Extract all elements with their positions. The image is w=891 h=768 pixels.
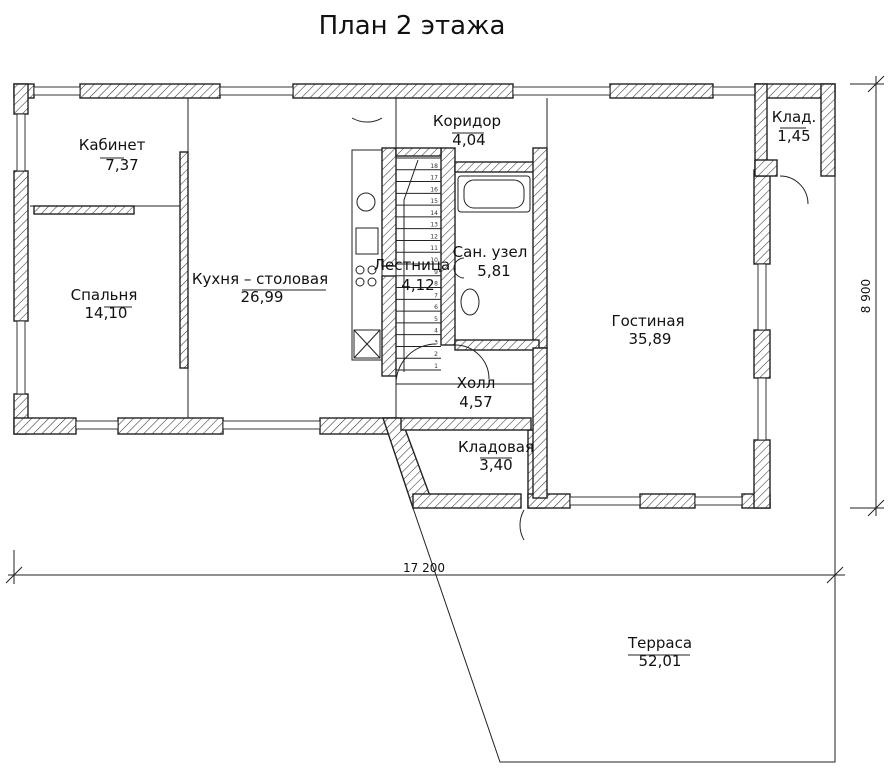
kitchen-counter — [351, 149, 383, 361]
stair-step-number: 1 — [434, 363, 438, 370]
room-labels: Кабинет 7,37 Спальня 14,10 Кухня – столо… — [71, 108, 817, 670]
stair-step-number: 15 — [430, 198, 438, 205]
stair-step-number: 7 — [434, 292, 438, 299]
plan-title: План 2 этажа — [319, 11, 506, 41]
room-area-cabinet: 7,37 — [105, 156, 138, 174]
label-underlines — [100, 127, 806, 656]
stair-direction-arrow — [403, 159, 419, 372]
stair-step-number: 6 — [434, 304, 438, 311]
room-area-corridor: 4,04 — [452, 131, 485, 149]
stair-step-number: 9 — [434, 269, 438, 276]
room-name-corridor: Коридор — [433, 112, 501, 130]
stair-step-number: 5 — [434, 316, 438, 323]
stair-step-number: 4 — [434, 328, 438, 335]
stair-step-number: 8 — [434, 281, 438, 288]
room-area-pantry: 3,40 — [479, 456, 512, 474]
stair-step-number: 2 — [434, 351, 438, 358]
walls — [13, 83, 836, 510]
stair-step-number: 12 — [430, 233, 438, 240]
room-name-hall: Холл — [457, 374, 496, 392]
room-area-kitchen: 26,99 — [241, 288, 284, 306]
room-area-hall: 4,57 — [459, 393, 492, 411]
room-name-living: Гостиная — [611, 312, 684, 330]
stair-step-number: 18 — [430, 163, 438, 170]
room-name-stair: Лестница — [374, 256, 450, 274]
room-name-cabinet: Кабинет — [79, 136, 146, 154]
room-name-bathroom: Сан. узел — [453, 243, 528, 261]
room-name-storage: Клад. — [772, 108, 817, 126]
terrace-outline — [412, 176, 836, 763]
room-area-bathroom: 5,81 — [477, 262, 510, 280]
stair-step-number: 17 — [430, 175, 438, 182]
stair-step-number: 13 — [430, 222, 438, 229]
dimension-horizontal: 17 200 — [5, 550, 845, 584]
stair-step-number: 14 — [430, 210, 438, 217]
stair-step-number: 16 — [430, 186, 438, 193]
room-name-terrace: Терраса — [627, 634, 692, 652]
stair-step-number: 11 — [430, 245, 438, 252]
room-area-storage: 1,45 — [777, 127, 810, 145]
dimension-vertical: 8 900 — [850, 75, 885, 517]
room-area-living: 35,89 — [629, 330, 672, 348]
bathroom-fixtures — [453, 175, 531, 316]
room-name-pantry: Кладовая — [458, 438, 534, 456]
room-area-bedroom: 14,10 — [85, 304, 128, 322]
room-area-stair: 4,12 — [401, 276, 434, 294]
dimension-depth: 8 900 — [859, 279, 873, 313]
room-area-terrace: 52,01 — [639, 652, 682, 670]
room-name-bedroom: Спальня — [71, 286, 138, 304]
stair-step-number: 3 — [434, 339, 438, 346]
doors — [351, 117, 809, 541]
stair-step-number: 10 — [430, 257, 438, 264]
room-name-kitchen: Кухня – столовая — [192, 270, 328, 288]
dimension-width: 17 200 — [403, 561, 445, 575]
partition-lines — [30, 98, 548, 494]
